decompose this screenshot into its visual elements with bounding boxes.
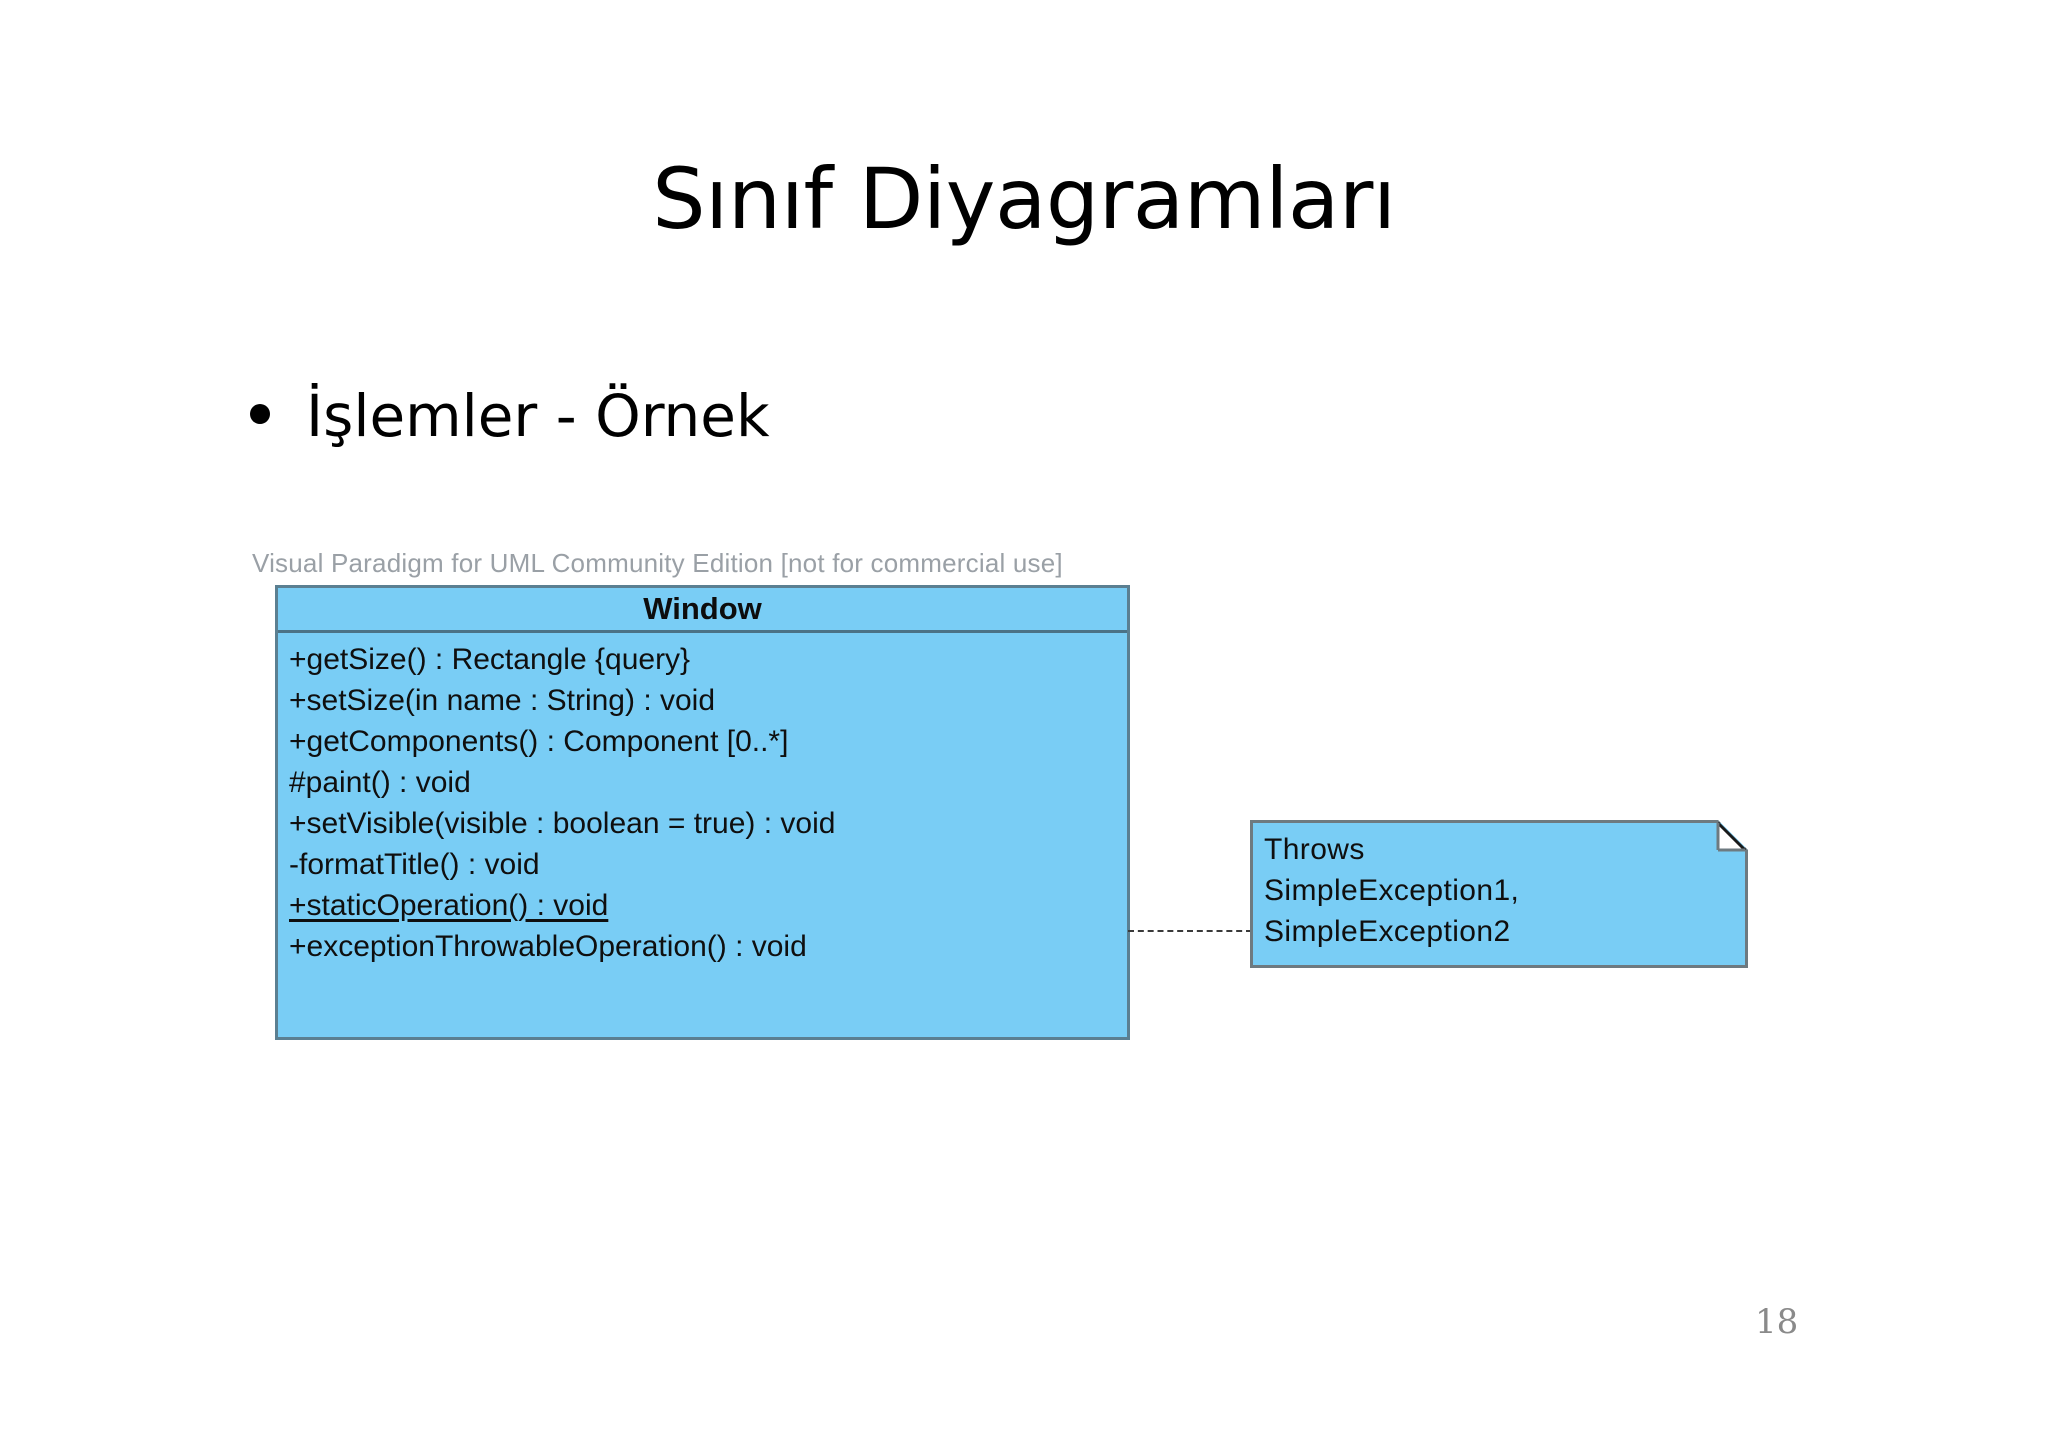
uml-note-throws[interactable]: Throws SimpleException1, SimpleException… (1250, 820, 1748, 968)
uml-operation-label: #paint() : void (289, 766, 471, 799)
uml-operation-row: -formatTitle() : void (282, 844, 1127, 885)
bullet-marker-icon (250, 404, 270, 424)
bullet-item-label: İşlemler - Örnek (306, 382, 770, 450)
slide-page-number: 18 (1755, 1302, 1799, 1342)
uml-operation-row: +getComponents() : Component [0..*] (282, 721, 1127, 762)
uml-operations-compartment: +getSize() : Rectangle {query} +setSize(… (278, 633, 1127, 967)
uml-operation-row: +setSize(in name : String) : void (282, 680, 1127, 721)
watermark-text: Visual Paradigm for UML Community Editio… (252, 548, 1063, 578)
uml-dependency-link (1128, 930, 1252, 932)
note-text-block: Throws SimpleException1, SimpleException… (1264, 829, 1738, 952)
note-line: SimpleException1, (1264, 874, 1520, 907)
uml-operation-label: +staticOperation() : void (289, 889, 609, 922)
note-line: SimpleException2 (1264, 915, 1511, 948)
page-title: Sınıf Diyagramları (652, 150, 1396, 248)
uml-operation-row: +setVisible(visible : boolean = true) : … (282, 803, 1127, 844)
uml-operation-label: -formatTitle() : void (289, 848, 540, 881)
note-line: Throws (1264, 833, 1365, 866)
uml-operation-label: +setVisible(visible : boolean = true) : … (289, 807, 836, 840)
uml-operation-row: +getSize() : Rectangle {query} (282, 639, 1127, 680)
uml-operation-label: +exceptionThrowableOperation() : void (289, 930, 807, 963)
uml-operation-row: +exceptionThrowableOperation() : void (282, 926, 1127, 967)
bullet-list-item: İşlemler - Örnek (250, 382, 770, 450)
uml-operation-label: +setSize(in name : String) : void (289, 684, 716, 717)
note-shape (1250, 820, 1748, 968)
uml-class-name: Window (278, 588, 1127, 633)
uml-operation-row: #paint() : void (282, 762, 1127, 803)
uml-operation-row-static: +staticOperation() : void (282, 885, 1127, 926)
uml-operation-label: +getComponents() : Component [0..*] (289, 725, 789, 758)
uml-class-window[interactable]: Window +getSize() : Rectangle {query} +s… (275, 585, 1130, 1040)
uml-operation-label: +getSize() : Rectangle {query} (289, 643, 691, 676)
